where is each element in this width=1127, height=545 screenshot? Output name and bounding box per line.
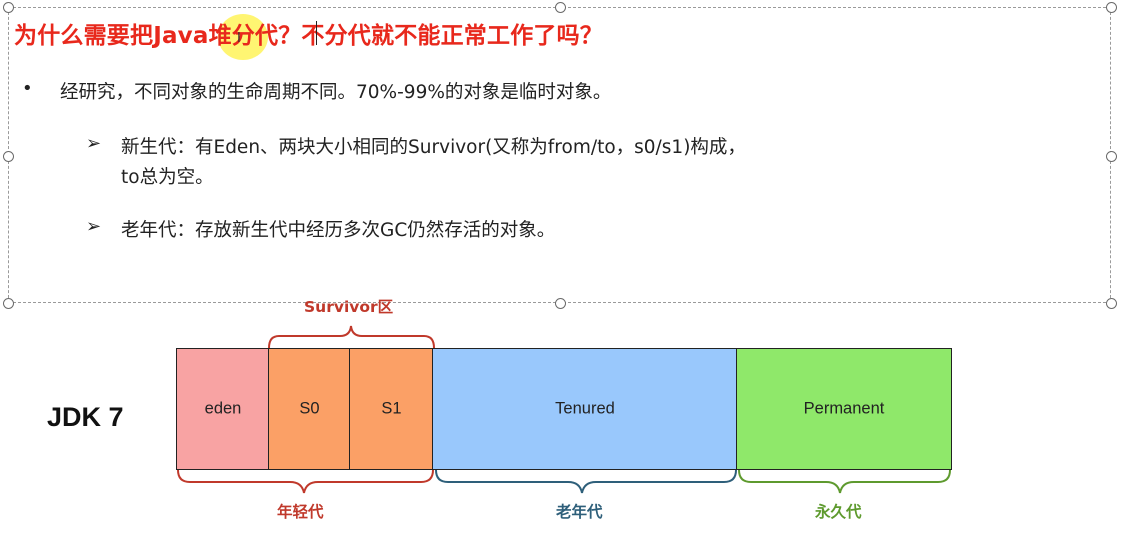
young-brace — [177, 469, 434, 494]
segment-s0-label: S0 — [299, 399, 320, 418]
bullet-icon: • — [22, 78, 33, 99]
perm-gen-label: 永久代 — [815, 503, 862, 521]
resize-handle-middle-left[interactable] — [3, 151, 14, 162]
segment-permanent-label: Permanent — [803, 399, 885, 418]
resize-handle-top-center[interactable] — [555, 2, 566, 13]
resize-handle-bottom-center[interactable] — [555, 298, 566, 309]
resize-handle-bottom-left[interactable] — [3, 298, 14, 309]
young-gen-label: 年轻代 — [277, 503, 324, 521]
text-cursor-icon: I — [237, 31, 241, 46]
segment-s1: S1 — [349, 348, 434, 470]
point-lifecycle[interactable]: 经研究，不同对象的生命周期不同。70%-99%的对象是临时对象。 — [60, 82, 612, 103]
segment-tenured-label: Tenured — [555, 399, 615, 418]
perm-brace — [738, 469, 951, 494]
survivor-label: Survivor区 — [304, 298, 394, 316]
resize-handle-top-right[interactable] — [1106, 2, 1117, 13]
segment-permanent: Permanent — [736, 348, 952, 470]
point-young-generation[interactable]: 新生代：有Eden、两块大小相同的Survivor(又称为from/to，s0/… — [121, 137, 746, 158]
text-caret — [316, 21, 317, 45]
old-gen-label: 老年代 — [556, 503, 603, 521]
segment-s0: S0 — [268, 348, 351, 470]
jdk-version-label: JDK 7 — [47, 402, 124, 432]
arrow-bullet-icon: ➢ — [86, 216, 102, 237]
segment-s1-label: S1 — [381, 399, 402, 418]
point-old-generation[interactable]: 老年代：存放新生代中经历多次GC仍然存活的对象。 — [121, 220, 556, 241]
segment-eden-label: eden — [204, 399, 242, 418]
segment-eden: eden — [176, 348, 270, 470]
resize-handle-top-left[interactable] — [3, 2, 14, 13]
resize-handle-middle-right[interactable] — [1106, 151, 1117, 162]
arrow-bullet-icon: ➢ — [86, 133, 102, 154]
old-brace — [435, 469, 737, 494]
survivor-brace — [268, 325, 435, 349]
resize-handle-bottom-right[interactable] — [1106, 298, 1117, 309]
segment-tenured: Tenured — [432, 348, 738, 470]
point-young-generation-cont[interactable]: to总为空。 — [121, 167, 214, 188]
slide-title[interactable]: 为什么需要把Java堆分代？不分代就不能正常工作了吗？ — [14, 23, 603, 49]
cursor-highlight — [218, 14, 268, 60]
